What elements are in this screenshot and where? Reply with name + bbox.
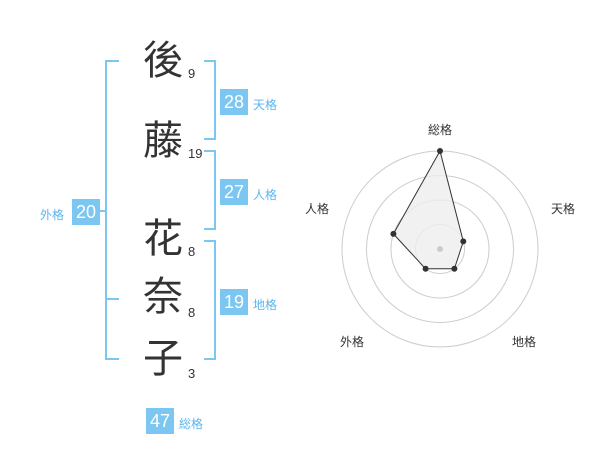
gaikaku-bracket-top xyxy=(105,60,119,62)
stroke-count-1: 9 xyxy=(188,66,196,81)
jinkaku-bracket-bottom xyxy=(204,228,216,230)
chikaku-bracket-vertical xyxy=(214,240,216,360)
jinkaku-bracket-vertical xyxy=(214,150,216,230)
radar-point-4 xyxy=(390,230,397,237)
stroke-count-4: 8 xyxy=(188,305,196,320)
jinkaku-label: 人格 xyxy=(253,188,278,202)
gaikaku-label: 外格 xyxy=(40,208,65,222)
tenkaku-value: 28 xyxy=(220,89,248,115)
gaikaku-connector xyxy=(100,210,106,212)
jinkaku-bracket-top xyxy=(204,150,216,152)
radar-label-tenkaku: 天格 xyxy=(551,201,575,216)
chikaku-value: 19 xyxy=(220,289,248,315)
name-char-4: 奈 xyxy=(143,274,183,320)
name-char-5: 子 xyxy=(143,336,183,382)
stroke-count-2: 19 xyxy=(188,146,203,161)
radar-label-jinkaku: 人格 xyxy=(305,201,329,216)
soukaku-value: 47 xyxy=(146,408,174,434)
gaikaku-bracket-bottom xyxy=(105,358,119,360)
name-char-1: 後 xyxy=(143,38,183,84)
jinkaku-value: 27 xyxy=(220,179,248,205)
name-char-2: 藤 xyxy=(143,118,183,164)
radar-point-0 xyxy=(437,148,443,154)
tenkaku-bracket-bottom xyxy=(204,138,216,140)
radar-label-soukaku: 総格 xyxy=(428,122,452,137)
radar-center-point xyxy=(437,246,443,252)
radar-label-chikaku: 地格 xyxy=(512,334,536,349)
name-char-3: 花 xyxy=(143,216,183,262)
gaikaku-bracket-mid xyxy=(105,298,119,300)
radar-shape xyxy=(392,149,464,270)
chikaku-bracket-bottom xyxy=(204,358,216,360)
gaikaku-bracket-vertical xyxy=(105,60,107,360)
chikaku-bracket-top xyxy=(204,240,216,242)
gaikaku-value: 20 xyxy=(72,199,100,225)
chikaku-label: 地格 xyxy=(253,298,278,312)
stroke-count-5: 3 xyxy=(188,366,196,381)
radar-label-gaikaku: 外格 xyxy=(340,334,364,349)
soukaku-label: 総格 xyxy=(179,417,204,431)
stroke-count-3: 8 xyxy=(188,244,196,259)
tenkaku-label: 天格 xyxy=(253,98,278,112)
radar-points xyxy=(390,148,467,272)
tenkaku-bracket-vertical xyxy=(214,60,216,140)
radar-point-3 xyxy=(422,265,429,272)
radar-point-1 xyxy=(460,238,467,245)
radar-point-2 xyxy=(451,265,458,272)
tenkaku-bracket-top xyxy=(204,60,216,62)
